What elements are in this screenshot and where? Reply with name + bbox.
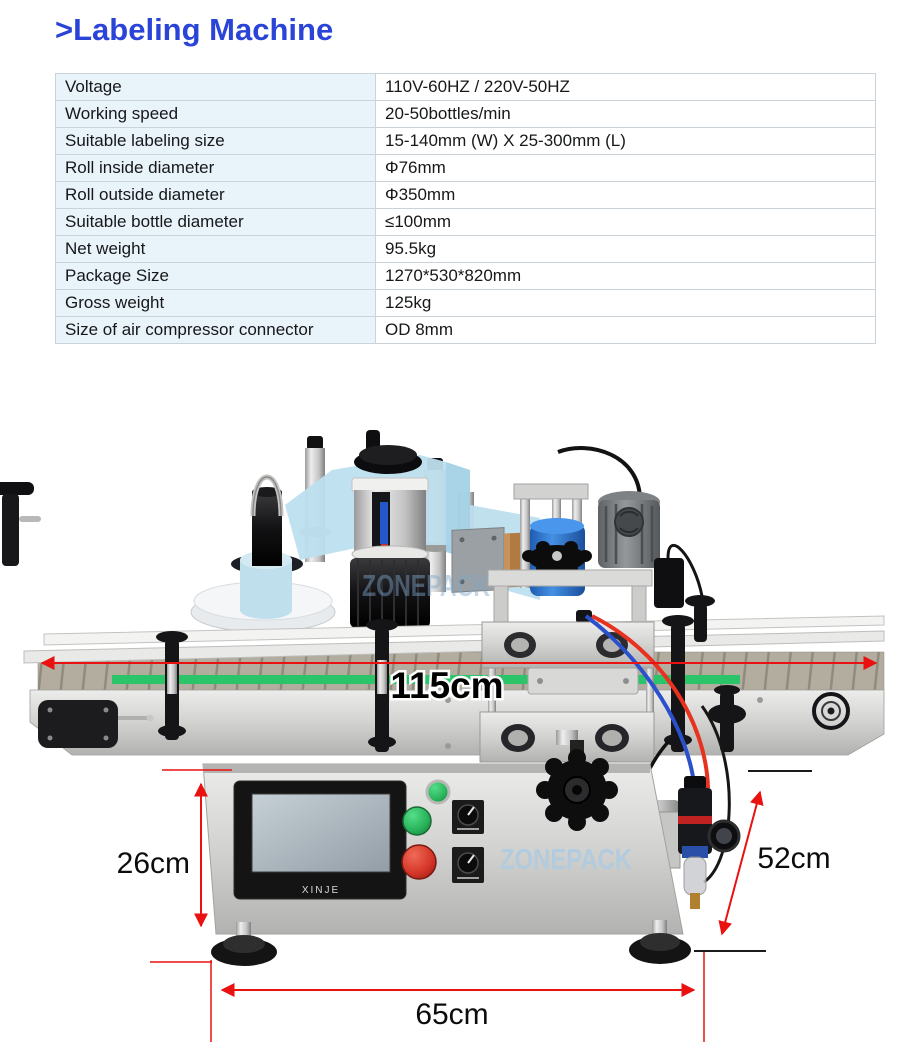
spec-value: Φ76mm	[375, 154, 876, 182]
page-title: >Labeling Machine	[55, 12, 334, 47]
machine-feet	[211, 920, 691, 966]
rail-clamp-knob	[0, 482, 41, 566]
dim-label-conveyor: 115cm	[390, 665, 503, 706]
speed-control-dial-2[interactable]	[452, 847, 484, 883]
spec-label: Voltage	[55, 73, 376, 101]
spec-label: Working speed	[55, 100, 376, 128]
hmi-screen[interactable]	[251, 793, 391, 873]
spec-label: Size of air compressor connector	[55, 316, 376, 344]
labeling-head	[350, 430, 430, 628]
watermark-machine: ZONEPACK	[362, 568, 490, 603]
dimension-annotations: 115cm 26cm 52cm 65cm	[40, 656, 878, 1042]
spec-value: ≤100mm	[375, 208, 876, 236]
spec-label: Roll outside diameter	[55, 181, 376, 209]
spec-label: Package Size	[55, 262, 376, 290]
power-indicator-light	[425, 779, 451, 805]
spec-label: Roll inside diameter	[55, 154, 376, 182]
labeling-machine-figure: XINJE ZONEPACK	[0, 430, 885, 1042]
label-head-assembly	[0, 430, 704, 759]
hmi-brand-label: XINJE	[302, 885, 340, 896]
spec-value: Φ350mm	[375, 181, 876, 209]
spec-value: 20-50bottles/min	[375, 100, 876, 128]
label-supply-reel	[190, 474, 336, 633]
start-button[interactable]	[402, 806, 432, 836]
dim-label-machine-height: 52cm	[757, 842, 830, 875]
label-sensor	[654, 543, 704, 608]
machine-photo: XINJE ZONEPACK	[0, 420, 900, 1045]
conveyor-end-roller	[812, 692, 850, 730]
spec-row: Suitable bottle diameter≤100mm	[55, 208, 876, 236]
spec-label: Suitable labeling size	[55, 127, 376, 155]
speed-control-dial-1[interactable]	[452, 800, 484, 834]
hmi-touchscreen[interactable]: XINJE	[233, 780, 407, 900]
height-handwheel	[536, 740, 618, 831]
base-cabinet: XINJE ZONEPACK	[202, 740, 684, 935]
pneumatics	[584, 614, 741, 909]
dim-label-base-width: 65cm	[415, 998, 488, 1031]
belt-green-strip	[112, 675, 740, 684]
spec-value: 95.5kg	[375, 235, 876, 263]
spec-label: Gross weight	[55, 289, 376, 317]
spec-value: 15-140mm (W) X 25-300mm (L)	[375, 127, 876, 155]
air-regulator	[678, 776, 741, 909]
spec-value: 110V-60HZ / 220V-50HZ	[375, 73, 876, 101]
dim-label-base-height: 26cm	[117, 847, 190, 880]
stop-button[interactable]	[401, 844, 437, 880]
conveyor	[23, 595, 885, 756]
spec-value: 1270*530*820mm	[375, 262, 876, 290]
conveyor-motor	[557, 446, 660, 568]
conveyor-motor-cover	[38, 700, 118, 748]
spec-value: OD 8mm	[375, 316, 876, 344]
spec-label: Net weight	[55, 235, 376, 263]
spec-label: Suitable bottle diameter	[55, 208, 376, 236]
dim-line-machine-height	[718, 790, 764, 936]
spec-value: 125kg	[375, 289, 876, 317]
watermark-panel: ZONEPACK	[500, 844, 632, 876]
